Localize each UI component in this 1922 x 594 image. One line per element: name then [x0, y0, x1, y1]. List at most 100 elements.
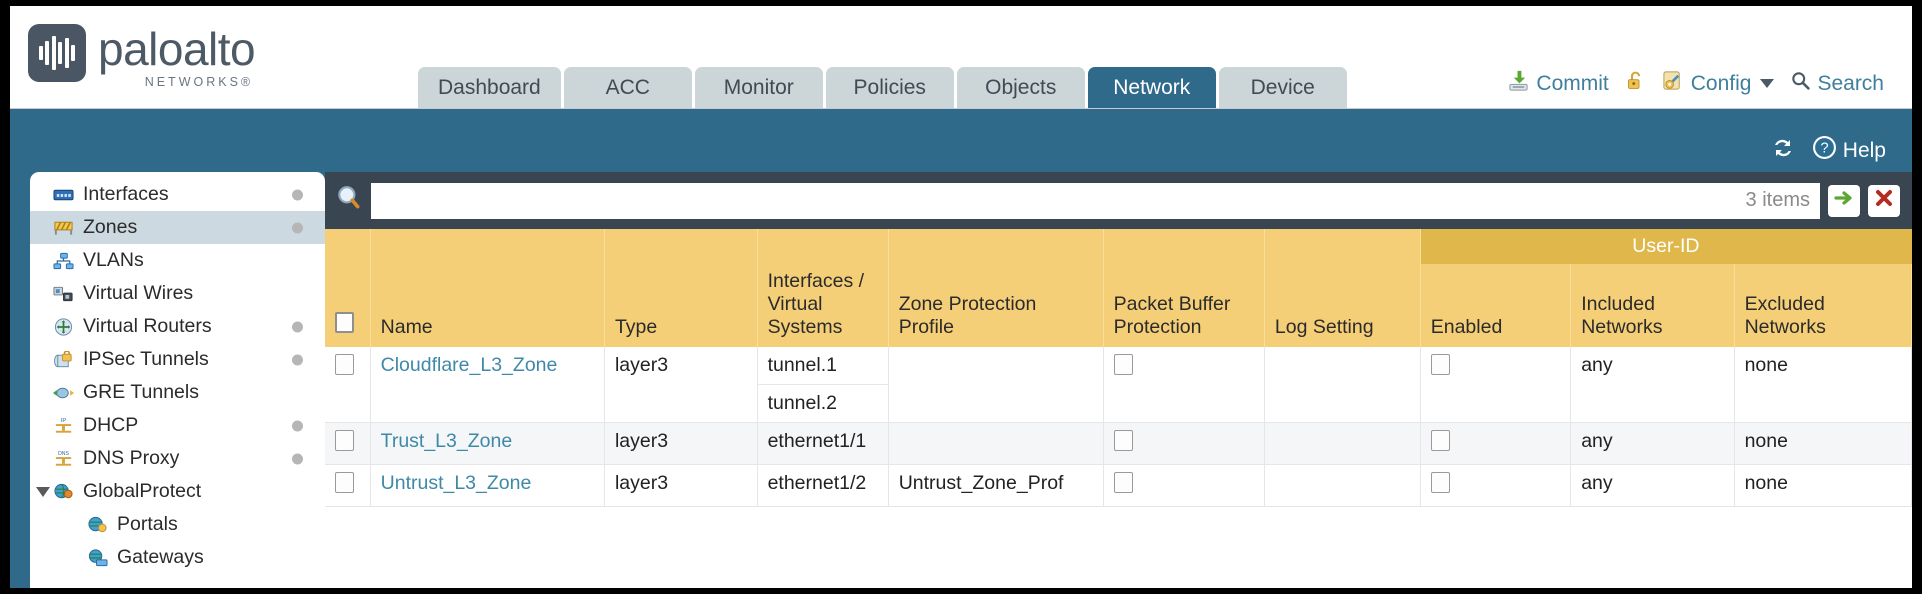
zone-name-link[interactable]: Untrust_L3_Zone: [380, 472, 532, 494]
sidebar-item-dns-proxy[interactable]: DNS DNS Proxy: [30, 442, 325, 475]
packet-buffer-protection-checkbox[interactable]: [1113, 354, 1133, 375]
tab-objects[interactable]: Objects: [956, 67, 1085, 108]
brand-name: paloalto: [98, 23, 256, 75]
interface-entry: tunnel.2: [767, 392, 837, 414]
packet-buffer-protection-checkbox[interactable]: [1113, 472, 1133, 493]
sidebar-item-portals[interactable]: Portals: [30, 508, 325, 541]
sidebar-item-interfaces[interactable]: Interfaces: [30, 178, 325, 211]
chevron-down-icon[interactable]: [1760, 79, 1775, 88]
cell-userid-enabled: [1420, 422, 1572, 465]
search-label: Search: [1817, 71, 1884, 95]
clear-filter-button[interactable]: [1868, 184, 1900, 217]
status-dot: [292, 420, 303, 431]
lock-button[interactable]: [1625, 69, 1646, 98]
status-dot: [292, 189, 303, 200]
config-button[interactable]: Config: [1662, 69, 1775, 98]
column-header-zone-protection-profile[interactable]: Zone Protection Profile: [888, 264, 1104, 347]
cell-excluded-networks: none: [1734, 347, 1912, 423]
row-checkbox[interactable]: [335, 430, 354, 451]
status-dot: [292, 453, 303, 464]
commit-save-icon: [1507, 69, 1530, 98]
sidebar-item-zones[interactable]: Zones: [30, 211, 325, 244]
userid-enabled-checkbox[interactable]: [1430, 472, 1450, 493]
sidebar-item-ipsec-tunnels[interactable]: IPSec Tunnels: [30, 343, 325, 376]
group-spacer-5: [888, 229, 1104, 264]
userid-enabled-checkbox[interactable]: [1430, 354, 1450, 375]
cell-excluded-networks: none: [1734, 422, 1912, 465]
table-row[interactable]: Trust_L3_Zone layer3 ethernet1/1: [325, 422, 1912, 465]
paloalto-logo-icon: [28, 24, 86, 82]
group-spacer-3: [604, 229, 758, 264]
cell-zone-protection-profile: Untrust_Zone_Prof: [888, 464, 1104, 507]
help-label: Help: [1842, 138, 1886, 162]
svg-text:?: ?: [1820, 141, 1828, 157]
userid-enabled-checkbox[interactable]: [1430, 430, 1450, 451]
palo-alto-firewall-window: paloalto NETWORKS® Dashboard ACC Monitor…: [10, 6, 1912, 588]
cell-included-networks: any: [1570, 464, 1735, 507]
packet-buffer-protection-checkbox[interactable]: [1113, 430, 1133, 451]
cell-userid-enabled: [1420, 464, 1572, 507]
tab-acc[interactable]: ACC: [563, 67, 692, 108]
cell-log-setting: [1264, 347, 1421, 423]
column-header-included-networks[interactable]: Included Networks: [1570, 264, 1735, 347]
tab-dashboard[interactable]: Dashboard: [418, 67, 561, 108]
refresh-button[interactable]: [1770, 136, 1796, 166]
select-all-checkbox[interactable]: [335, 312, 354, 333]
virtual-wires-icon: [52, 284, 74, 304]
apply-filter-button[interactable]: [1828, 184, 1860, 217]
group-spacer-7: [1264, 229, 1421, 264]
row-checkbox[interactable]: [335, 354, 354, 375]
search-button[interactable]: Search: [1790, 70, 1884, 97]
column-header-interfaces[interactable]: Interfaces / Virtual Systems: [757, 264, 889, 347]
tab-monitor[interactable]: Monitor: [694, 67, 823, 108]
cell-packet-buffer-protection: [1103, 422, 1265, 465]
filter-magnifier-icon[interactable]: [335, 184, 363, 217]
config-label: Config: [1690, 71, 1752, 95]
cell-interfaces: ethernet1/2: [757, 464, 889, 507]
tab-policies[interactable]: Policies: [825, 67, 954, 108]
globalprotect-icon: [52, 482, 74, 502]
table-header-row: Name Type Interfaces / Virtual Systems Z…: [325, 264, 1912, 347]
help-button[interactable]: ? Help: [1812, 135, 1886, 166]
tab-device[interactable]: Device: [1218, 67, 1347, 108]
table-row[interactable]: Untrust_L3_Zone layer3 ethernet1/2 Untru…: [325, 464, 1912, 507]
sidebar-item-dhcp[interactable]: IP DHCP: [30, 409, 325, 442]
cell-log-setting: [1264, 422, 1421, 465]
column-header-name[interactable]: Name: [370, 264, 605, 347]
brand-registered: ®: [240, 75, 254, 89]
interface-entry: ethernet1/2: [767, 472, 867, 494]
row-select-cell: [325, 422, 371, 465]
expander-triangle-icon[interactable]: [36, 486, 50, 497]
dns-proxy-icon: DNS: [52, 449, 74, 469]
column-header-excluded-networks[interactable]: Excluded Networks: [1734, 264, 1912, 347]
sidebar-item-gre-tunnels[interactable]: GRE Tunnels: [30, 376, 325, 409]
sidebar-item-label: GRE Tunnels: [83, 381, 199, 403]
column-header-packet-buffer-protection[interactable]: Packet Buffer Protection: [1103, 264, 1265, 347]
banner-tools: ? Help: [1770, 135, 1886, 166]
green-arrow-icon: [1833, 187, 1855, 214]
status-dot: [292, 222, 303, 233]
column-header-log-setting[interactable]: Log Setting: [1264, 264, 1421, 347]
portals-icon: [86, 515, 108, 535]
zones-icon: [52, 218, 74, 238]
sidebar-item-gateways[interactable]: Gateways: [30, 541, 325, 574]
search-input[interactable]: [381, 184, 1738, 217]
column-header-enabled[interactable]: Enabled: [1420, 264, 1572, 347]
sidebar-item-label: Virtual Wires: [83, 282, 194, 304]
commit-button[interactable]: Commit: [1507, 69, 1609, 98]
network-sidebar: Interfaces Zones VLANs Vir: [30, 172, 325, 588]
sidebar-item-vlans[interactable]: VLANs: [30, 244, 325, 277]
zone-name-link[interactable]: Cloudflare_L3_Zone: [380, 354, 558, 376]
zone-name-link[interactable]: Trust_L3_Zone: [380, 430, 513, 452]
red-x-icon: [1873, 187, 1895, 214]
group-spacer-6: [1103, 229, 1265, 264]
sidebar-item-label: DNS Proxy: [83, 447, 180, 469]
sidebar-item-virtual-routers[interactable]: Virtual Routers: [30, 310, 325, 343]
table-row[interactable]: Cloudflare_L3_Zone layer3 tunnel.1 tunne…: [325, 347, 1912, 423]
sidebar-item-globalprotect[interactable]: GlobalProtect: [30, 475, 325, 508]
column-header-type[interactable]: Type: [604, 264, 758, 347]
tab-network[interactable]: Network: [1087, 67, 1216, 108]
row-checkbox[interactable]: [335, 472, 354, 493]
sidebar-item-label: IPSec Tunnels: [83, 348, 209, 370]
sidebar-item-virtual-wires[interactable]: Virtual Wires: [30, 277, 325, 310]
